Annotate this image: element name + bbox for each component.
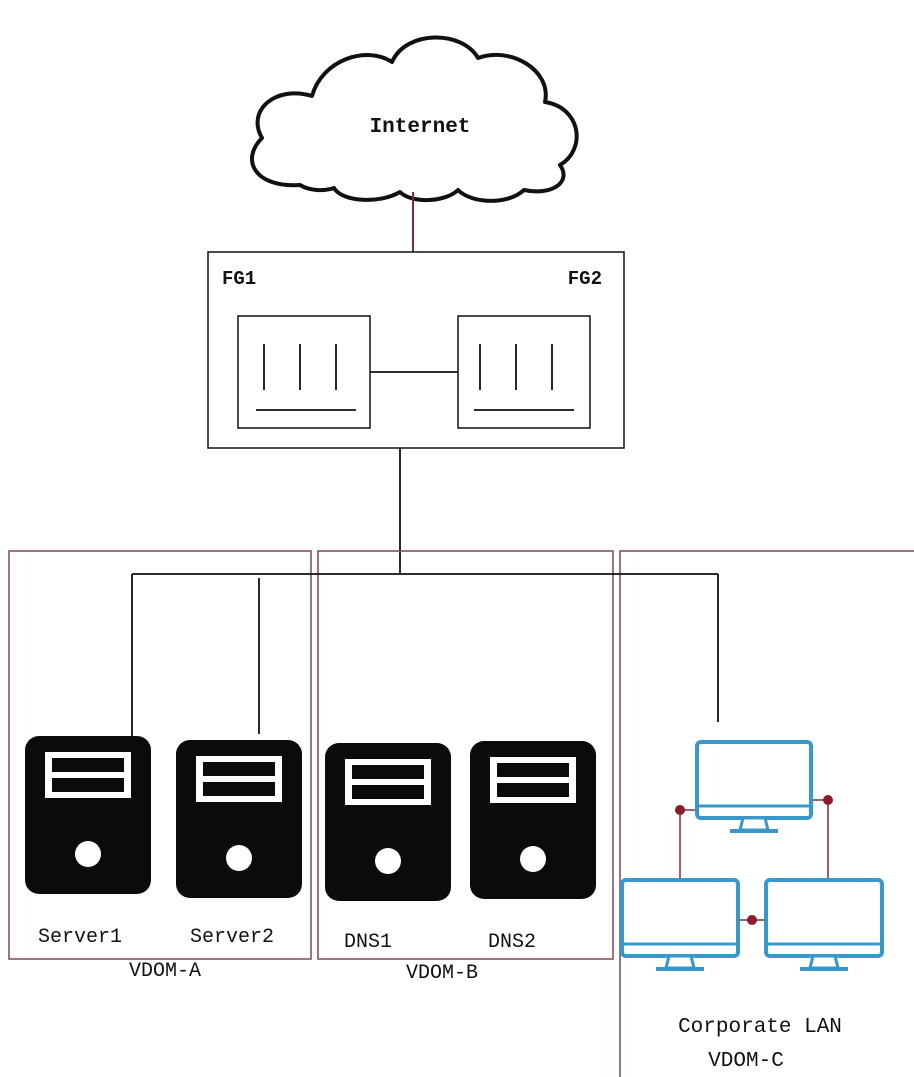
desktop-monitor-icon [695,740,813,833]
lan-node-dot [747,915,757,925]
corporate-lan-label: Corporate LAN [678,1016,842,1039]
server1-tower-icon [25,736,151,894]
vdom-a-zone [8,550,312,960]
internet-cloud-icon [250,35,579,203]
vdom-a-label: VDOM-A [129,960,201,983]
lan-node-dot [823,795,833,805]
dns2-tower-icon [470,741,596,899]
fg2-label: FG2 [568,268,602,290]
servers [25,736,596,901]
vdom-b-label: VDOM-B [406,962,478,985]
dns1-label: DNS1 [344,931,392,954]
corporate-lan [620,740,884,971]
dns1-tower-icon [325,743,451,901]
desktop-monitor-icon [764,878,884,971]
server2-tower-icon [176,740,302,898]
desktop-monitor-icon [620,878,740,971]
fg1-firewall-icon [237,315,371,429]
fg1-label: FG1 [222,268,256,290]
firewall-cluster: FG1 FG2 [207,251,625,449]
server1-label: Server1 [38,926,122,949]
lan-node-dot [675,805,685,815]
fg2-firewall-icon [457,315,591,429]
server2-label: Server2 [190,926,274,949]
vdom-b-zone [317,550,614,960]
dns2-label: DNS2 [488,931,536,954]
vdom-c-label: VDOM-C [708,1050,784,1073]
internet-label: Internet [370,116,471,139]
